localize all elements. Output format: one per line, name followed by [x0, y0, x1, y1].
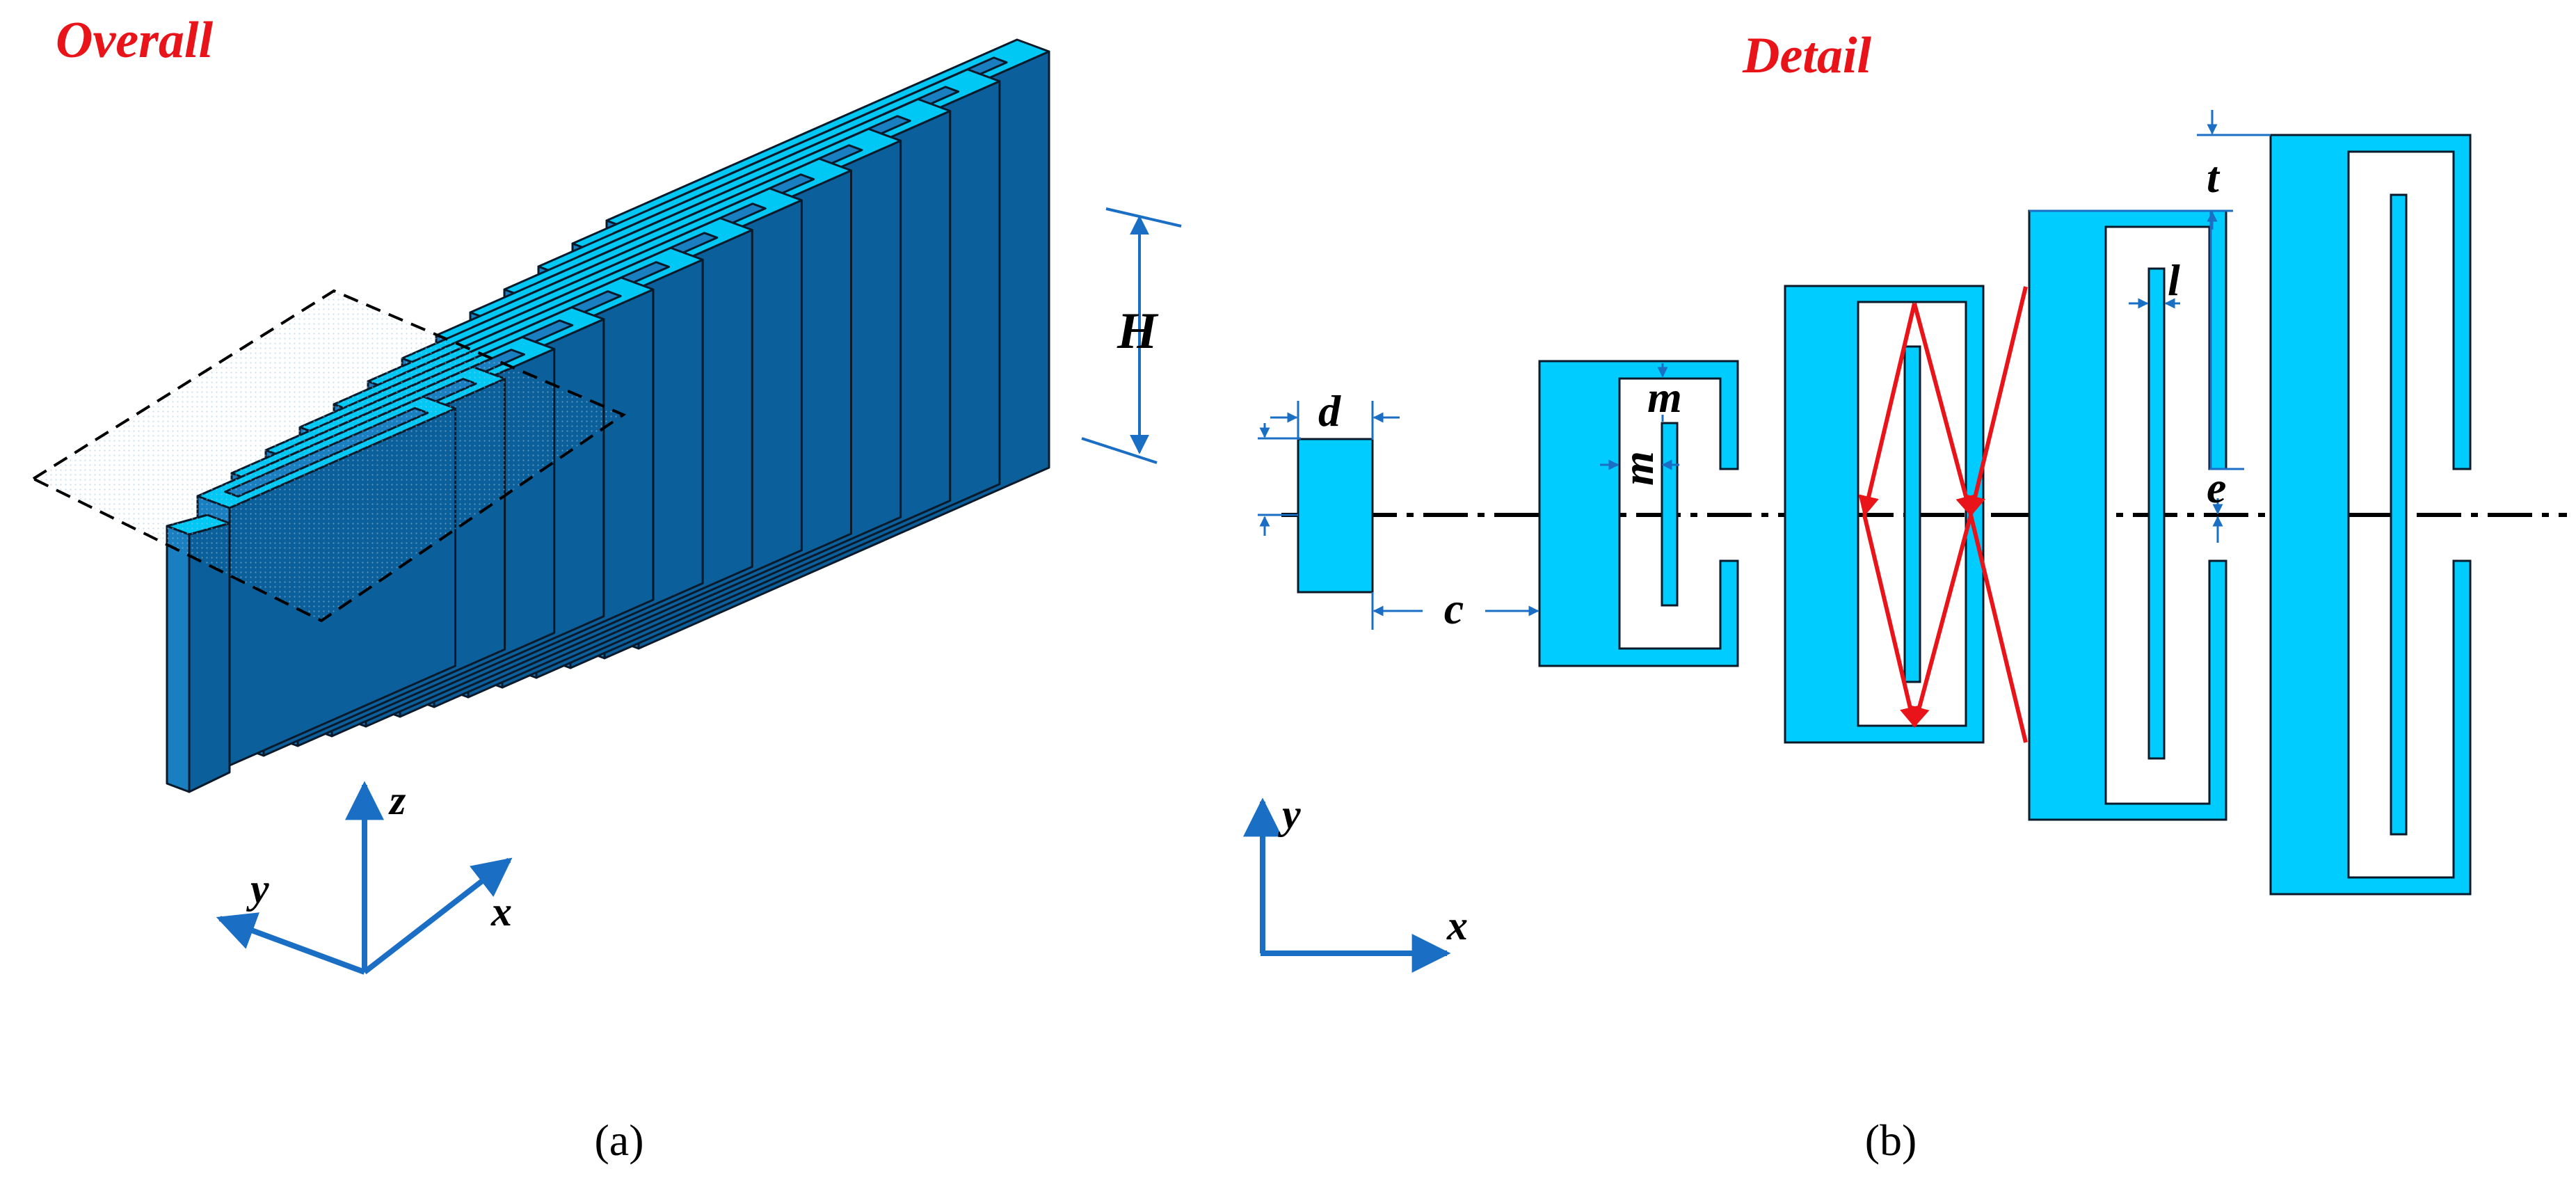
c-resonator-2 [1784, 285, 1985, 744]
dimension-m-side: m [1600, 451, 1679, 486]
c-resonator-4 [2269, 134, 2472, 896]
c-resonator-3 [2028, 209, 2227, 821]
plate-front-face [166, 525, 191, 793]
red-highlight-arrows [1858, 286, 2028, 743]
z-axis-label: z [388, 777, 406, 823]
dimension-offset-left [1258, 423, 1298, 536]
panel-b-detail: Detail d [1243, 27, 2567, 1165]
dimension-label-m-side: m [1613, 451, 1663, 486]
dimension-label-e: e [2207, 463, 2226, 512]
panel-a-title: Overall [56, 12, 213, 69]
x-axis-arrow [362, 857, 513, 975]
cutting-plane [30, 289, 627, 623]
panel-a-caption: (a) [594, 1115, 643, 1165]
dimension-label-t: t [2207, 152, 2221, 202]
dimension-d: d [1258, 386, 1400, 440]
solid-block [1297, 438, 1374, 594]
y2d-axis-label: y [1278, 791, 1301, 837]
dimension-c: c [1371, 584, 1539, 633]
dimension-l: l [2129, 211, 2212, 469]
dimension-label-m-top: m [1647, 372, 1682, 422]
panel-b-title: Detail [1742, 27, 1871, 84]
height-dimension: H [1081, 207, 1182, 464]
c-resonator-1 [1538, 360, 1739, 667]
dimension-e: e [2207, 463, 2244, 543]
x-axis-label: x [490, 889, 512, 935]
dimension-label-l: l [2168, 255, 2180, 305]
dimension-t: t [2029, 110, 2271, 230]
height-label: H [1117, 303, 1159, 360]
y-axis-label: y [246, 866, 269, 912]
dimension-label-c: c [1444, 584, 1464, 633]
x2d-axis-label: x [1446, 902, 1468, 948]
dimension-label-d: d [1318, 386, 1341, 436]
dimension-m-top: m [1647, 363, 1682, 422]
y-axis-arrow [216, 912, 366, 975]
panel-a-overall: Overall H z x y (a) [30, 12, 1182, 1165]
axes-3d: z x y [216, 777, 513, 975]
axes-2d: y x [1243, 791, 1468, 973]
panel-b-caption: (b) [1865, 1115, 1917, 1165]
